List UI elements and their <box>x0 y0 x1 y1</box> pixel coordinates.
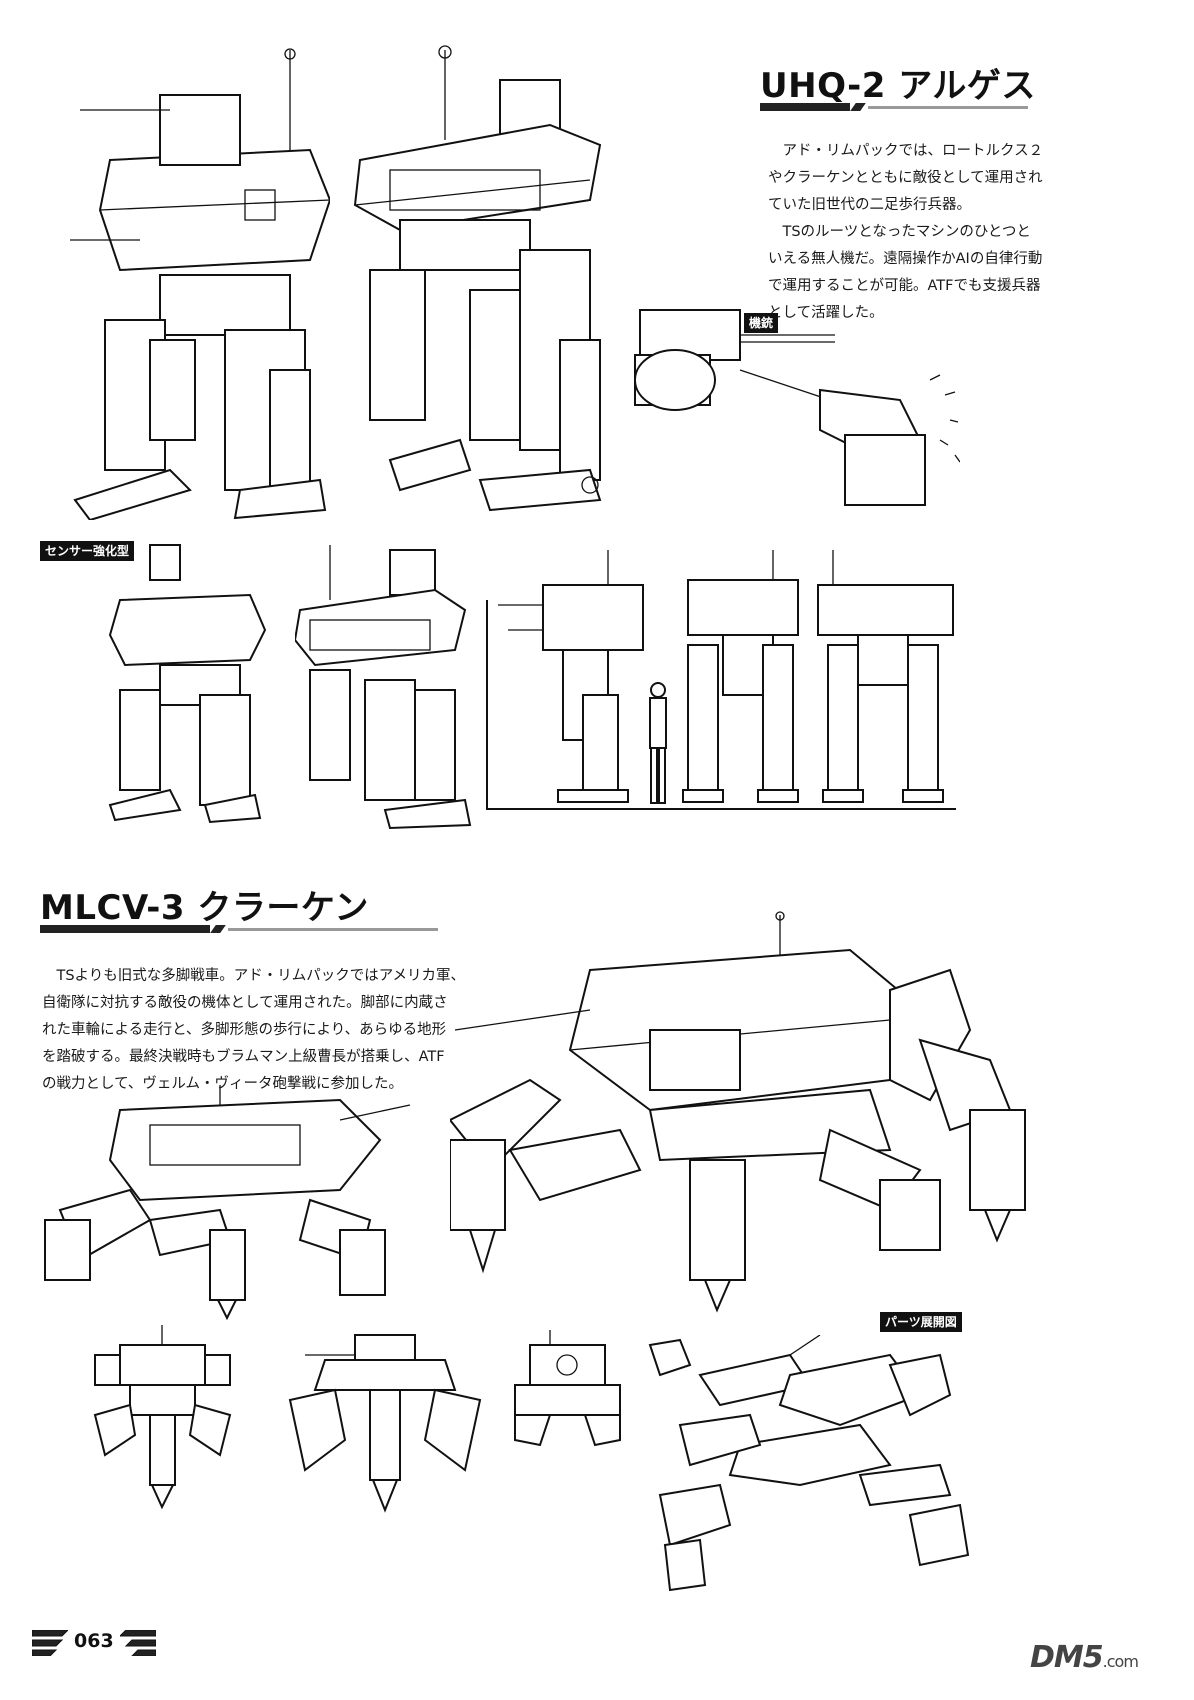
footer-stripes-right <box>118 1629 157 1657</box>
title-underline <box>760 100 1030 114</box>
page-number: 063 <box>74 1630 114 1652</box>
description-mlcv3: TSよりも旧式な多脚戦車。アド・リムパックではアメリカ軍、 自衛隊に対抗する敵役… <box>42 968 466 1092</box>
label-sensor-type: センサー強化型 <box>40 541 135 561</box>
mlcv3-illustration-perspective <box>40 1080 420 1320</box>
label-parts-exploded: パーツ展開図 <box>880 1312 962 1332</box>
uhq2-illustration-right <box>350 40 660 520</box>
uhq2-sensor-illustration-right <box>295 540 480 830</box>
uhq2-orthographic-views <box>488 545 958 810</box>
watermark-text: DM5 <box>1030 1640 1104 1675</box>
ground-line <box>486 808 956 810</box>
mlcv3-parts-exploded-illustration <box>640 1335 970 1600</box>
description-uhq2: アド・リムパックでは、ロートルクス２ やクラーケンとともに敵役として運用され て… <box>768 143 1044 321</box>
section-title-mlcv3: MLCV-3 クラーケン <box>40 888 369 928</box>
divider-vertical <box>486 600 488 810</box>
mlcv3-rear-view <box>510 1330 625 1450</box>
machine-gun-illustration <box>630 300 960 515</box>
watermark-suffix: .com <box>1102 1652 1139 1671</box>
title-underline <box>40 922 440 936</box>
section-title-uhq2: UHQ-2 アルゲス <box>760 66 1036 106</box>
footer-stripes-left <box>31 1629 70 1657</box>
uhq2-illustration-left <box>60 40 330 520</box>
watermark-logo: DM5.com <box>1030 1640 1139 1675</box>
mlcv3-illustration-main <box>450 910 1030 1320</box>
label-machine-gun: 機銃 <box>744 313 779 333</box>
uhq2-sensor-illustration-left <box>100 540 270 825</box>
mlcv3-side-view <box>285 1330 485 1515</box>
mlcv3-front-view <box>90 1325 235 1510</box>
